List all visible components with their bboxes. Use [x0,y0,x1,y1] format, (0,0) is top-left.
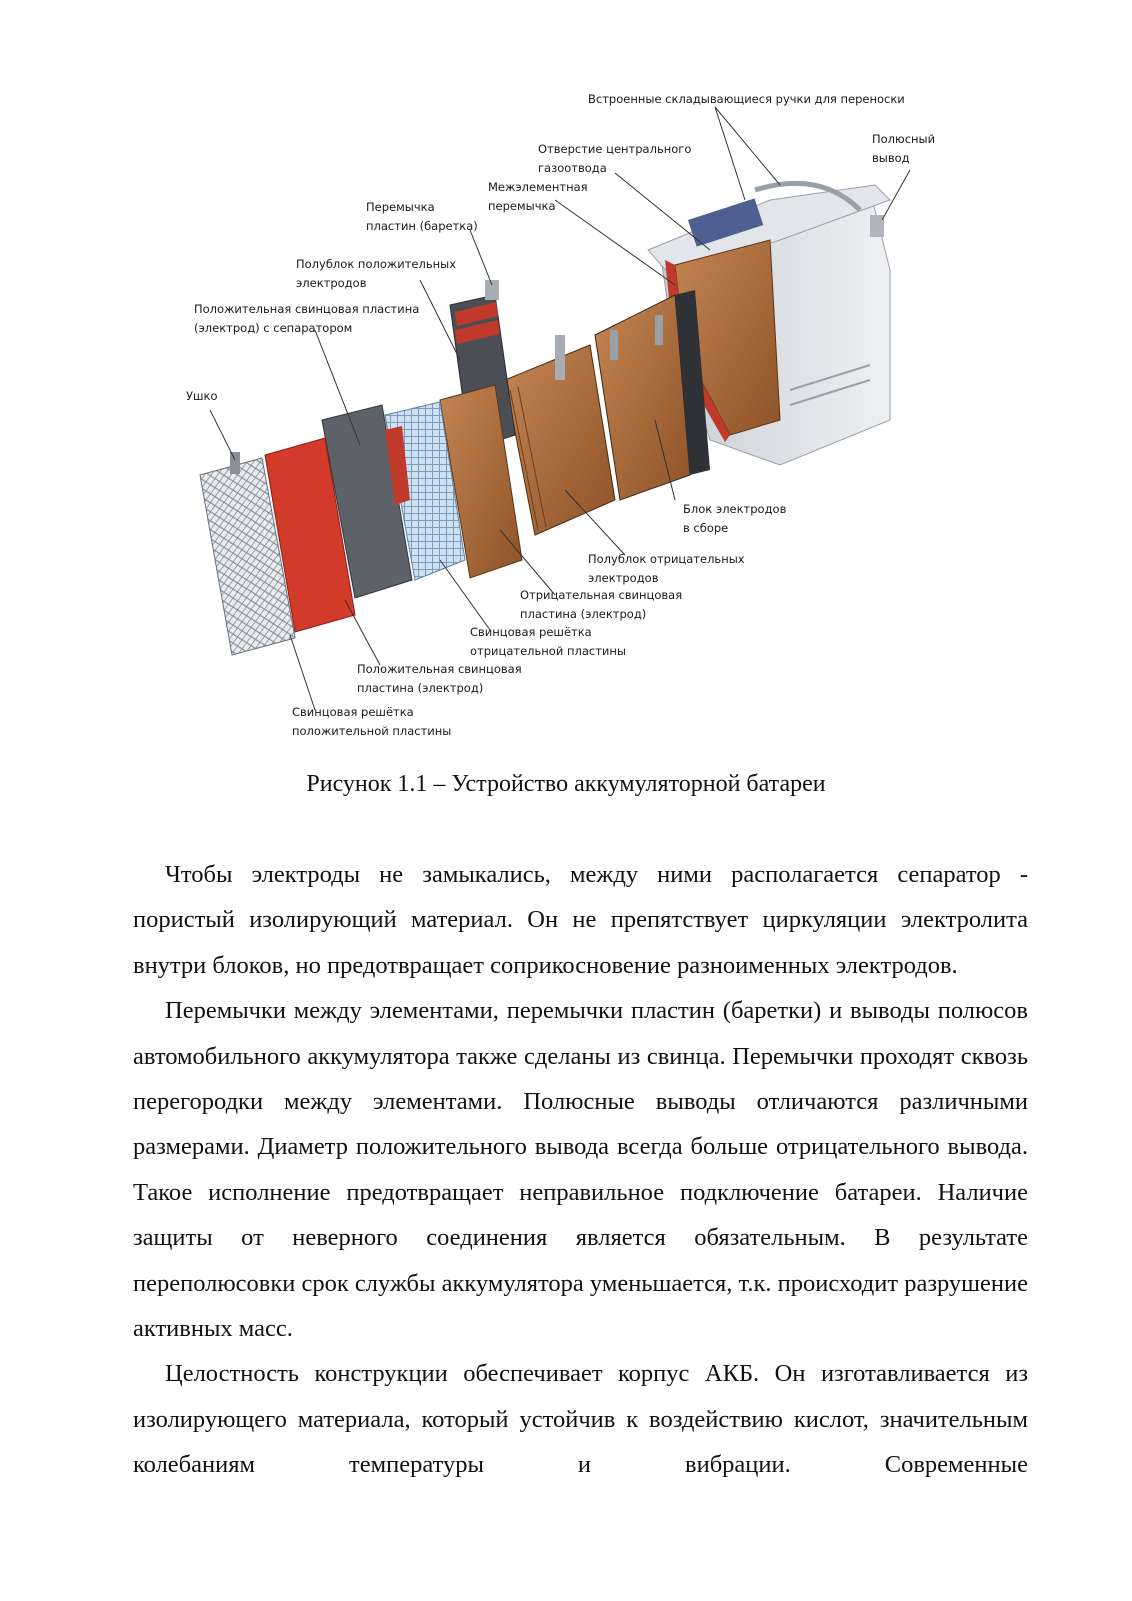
figure-caption: Рисунок 1.1 – Устройство аккумуляторной … [0,771,1132,798]
body-text: Чтобы электроды не замыкались, между ним… [133,852,1028,1488]
label-pos-plate: Положительная свинцовая пластина (электр… [357,660,522,698]
label-assembled-block: Блок электродов в сборе [683,500,786,538]
label-plate-strap: Перемычка пластин (баретка) [366,198,478,236]
label-vent: Отверстие центрального газоотвода [538,140,691,178]
paragraph: Чтобы электроды не замыкались, между ним… [133,852,1028,988]
paragraph: Целостность конструкции обеспечивает кор… [133,1351,1028,1487]
assembled-electrode-block [595,290,710,500]
label-pos-halfblock: Полублок положительных электродов [296,255,456,293]
label-neg-grid: Свинцовая решётка отрицательной пластины [470,623,626,661]
negative-halfblock [505,335,615,535]
label-pos-plate-separator: Положительная свинцовая пластина (электр… [194,300,419,338]
label-terminal: Полюсный вывод [872,130,935,168]
paragraph: Перемычки между элементами, перемычки пл… [133,988,1028,1351]
label-lug: Ушко [186,387,218,406]
label-pos-grid: Свинцовая решётка положительной пластины [292,703,451,741]
label-neg-halfblock: Полублок отрицательных электродов [588,550,745,588]
label-handles: Встроенные складывающиеся ручки для пере… [588,90,905,109]
label-neg-plate: Отрицательная свинцовая пластина (электр… [520,586,682,624]
label-connector: Межэлементная перемычка [488,178,588,216]
battery-diagram: Встроенные складывающиеся ручки для пере… [170,90,970,762]
